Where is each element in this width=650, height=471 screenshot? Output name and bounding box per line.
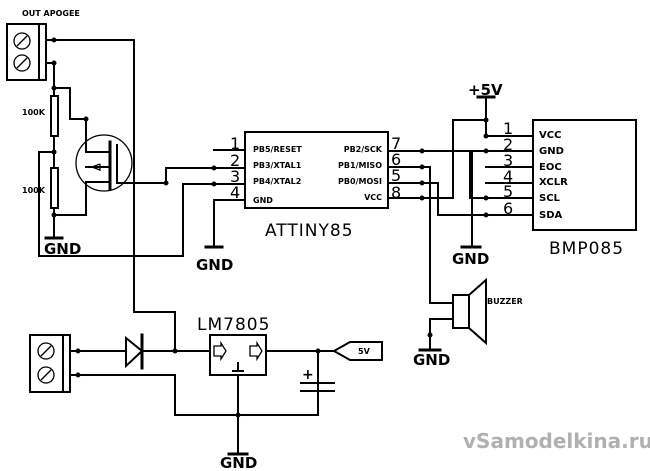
bmp-pin-6-num: 6 (503, 199, 513, 218)
regulator-name: LM7805 (197, 315, 270, 335)
bmp-pin-5-num: 5 (503, 182, 513, 201)
bmp-pin-1-num: 1 (503, 119, 513, 138)
power-input-terminal (29, 334, 71, 393)
bmp-pin-3-num: 3 (503, 151, 513, 170)
bmp-gnd-wire (471, 150, 487, 247)
resistor-r1 (50, 95, 59, 153)
mosfet (53, 134, 217, 216)
mcu-pin-6-num: 6 (391, 150, 401, 169)
mcu-pin-8-name: VCC (364, 193, 382, 202)
mcu-name: ATTINY85 (265, 221, 354, 241)
mcu-pin-1-name: PB5/RESET (253, 145, 302, 154)
gnd-label-sensor: GND (452, 250, 489, 268)
mcu-pin-5-num: 5 (391, 166, 401, 185)
bmp-pin-5-name: SCL (539, 193, 561, 204)
mcu-pin-8-num: 8 (391, 183, 401, 202)
mcu-pin-2-name: PB3/XTAL1 (253, 161, 302, 170)
buzzer-label: BUZZER (487, 297, 523, 306)
mcu-pin-3-name: PB4/XTAL2 (253, 177, 301, 186)
diode (69, 333, 211, 370)
mcu-sensor-wires (387, 119, 488, 304)
5v-tag-label: 5V (358, 347, 371, 356)
bmp-pin-4-name: XCLR (539, 177, 568, 188)
bmp-pin-4-num: 4 (503, 167, 513, 186)
bmp-pin-6-name: SDA (539, 210, 563, 221)
ground-rail (69, 374, 319, 416)
bmp-pin-2-name: GND (539, 146, 564, 157)
out-apogee-label: OUT APOGEE (22, 9, 80, 18)
divider-wire (38, 151, 217, 257)
gnd-label-power: GND (220, 454, 257, 471)
mcu-pin-1-num: 1 (230, 134, 240, 153)
mcu-pin-7-name: PB2/SCK (344, 145, 383, 154)
bmp085-chip (485, 119, 637, 231)
mcu-pin-7-num: 7 (391, 134, 401, 153)
lm7805-regulator (209, 334, 335, 376)
watermark: vSamodelkina.ru (463, 429, 650, 453)
bmp-pin-2-num: 2 (503, 135, 513, 154)
apogee-wires (46, 39, 176, 353)
gnd-label-mcu: GND (196, 256, 233, 274)
sensor-name: BMP085 (549, 239, 624, 259)
out-apogee-terminal (6, 23, 47, 81)
attiny85-chip (204, 131, 389, 249)
gnd-label-buzzer: GND (413, 351, 450, 369)
bmp-pin-1-name: VCC (539, 130, 561, 141)
buzzer (418, 277, 487, 352)
mcu-pin-5-name: PB0/MOSI (338, 177, 382, 186)
mcu-pin-4-name: GND (253, 196, 273, 205)
5v-output-tag (331, 341, 383, 361)
mcu-pin-4-num: 4 (230, 183, 240, 202)
plus5v-label: +5V (468, 81, 503, 99)
mcu-pin-2-num: 2 (230, 151, 240, 170)
cap-polarity: + (302, 367, 314, 383)
resistor-r2-label: 100K (22, 186, 46, 195)
resistor-r1-label: 100K (22, 108, 46, 117)
gnd-label-resistors: GND (44, 240, 81, 258)
bmp-pin-3-name: EOC (539, 162, 562, 173)
capacitor (300, 350, 335, 416)
mcu-pin-3-num: 3 (230, 167, 240, 186)
mcu-pin-6-name: PB1/MISO (338, 161, 382, 170)
resistor-r2 (50, 151, 59, 239)
